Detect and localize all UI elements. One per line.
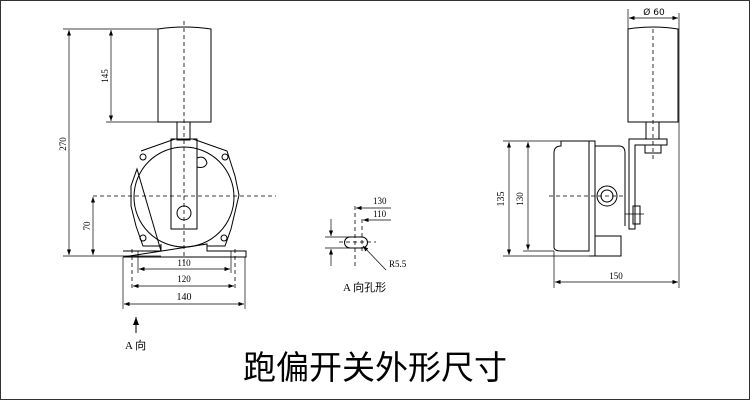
shaft	[176, 121, 191, 141]
slot-hole	[344, 236, 368, 249]
base-feet	[122, 243, 247, 258]
lever-arm	[170, 138, 198, 230]
dim-135: 135	[496, 192, 507, 207]
hole-detail: 130 110 R5.5 A 向孔形	[325, 196, 407, 294]
dim-130: 130	[373, 196, 387, 206]
shaft-side	[645, 121, 660, 140]
cover	[553, 140, 590, 252]
cable-gland	[196, 156, 208, 168]
hole-detail-label: A 向孔形	[343, 280, 386, 294]
dim-145: 145	[100, 69, 110, 83]
radius-label: R5.5	[389, 259, 407, 269]
dim-110-hole: 110	[373, 209, 387, 219]
dim-70: 70	[82, 221, 92, 231]
direction-label: A 向	[125, 338, 146, 352]
side-view: 135 130 150 Ø 60	[496, 7, 680, 288]
body	[589, 140, 626, 257]
front-view: 270 145 70 110 120 140 A 向	[58, 21, 276, 352]
drawing-title: 跑偏开关外形尺寸	[243, 348, 507, 387]
dim-120: 120	[177, 274, 191, 284]
dim-110: 110	[177, 258, 191, 268]
dim-130-side: 130	[515, 192, 525, 206]
bracket	[628, 138, 668, 230]
bolt	[632, 205, 641, 225]
dim-diameter-60: Ø 60	[643, 7, 665, 18]
roller-side	[627, 26, 679, 123]
dim-150: 150	[609, 271, 623, 281]
dim-270: 270	[58, 137, 68, 151]
roller	[157, 26, 212, 123]
dim-140: 140	[177, 292, 192, 303]
